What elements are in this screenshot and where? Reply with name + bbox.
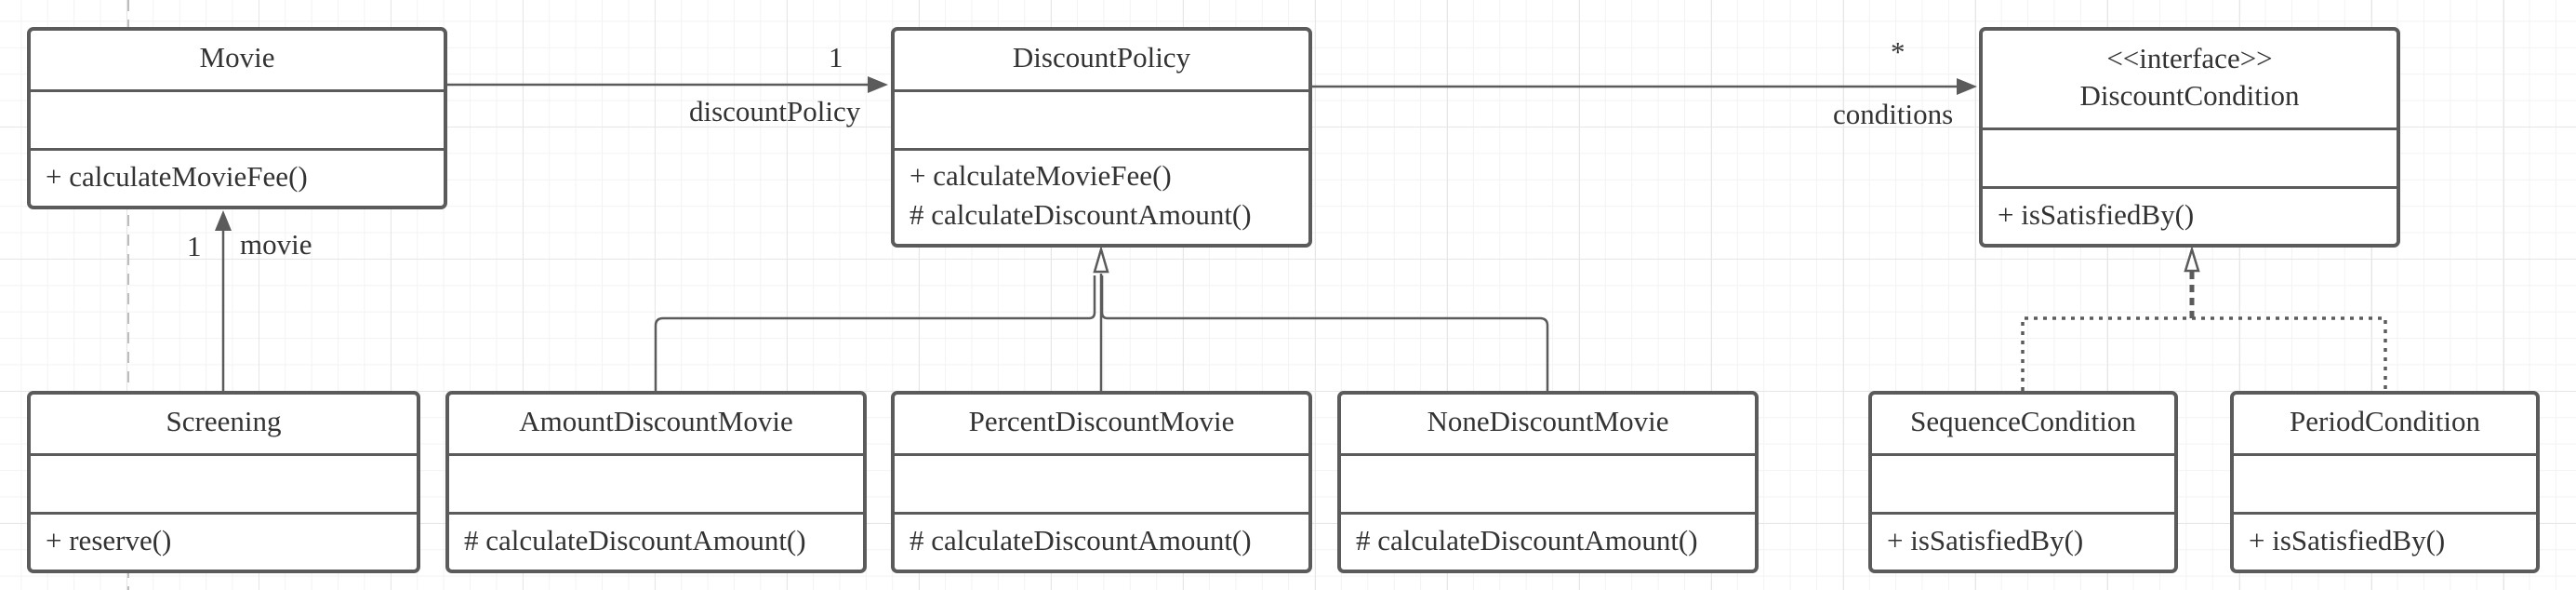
operations-compartment: # calculateDiscountAmount() [895, 515, 1308, 570]
operation: # calculateDiscountAmount() [464, 523, 806, 556]
class-name: Screening [31, 395, 417, 456]
class-name: DiscountPolicy [895, 31, 1308, 92]
operation: + calculateMovieFee() [46, 159, 308, 193]
class-none-discount-movie[interactable]: NoneDiscountMovie # calculateDiscountAmo… [1337, 391, 1759, 573]
class-name: PercentDiscountMovie [895, 395, 1308, 456]
class-period-condition[interactable]: PeriodCondition + isSatisfiedBy() [2230, 391, 2540, 573]
class-name-label: SequenceCondition [1910, 405, 2136, 438]
multiplicity-discount-policy: 1 [829, 41, 843, 74]
attributes-compartment [1983, 130, 2397, 189]
operation: + calculateMovieFee() [910, 159, 1172, 193]
operation: # calculateDiscountAmount() [910, 523, 1252, 556]
class-name: <<interface>> DiscountCondition [1983, 31, 2397, 130]
operation: + isSatisfiedBy() [1887, 523, 2084, 556]
realization-sequencecondition [2021, 316, 2387, 391]
role-movie: movie [240, 228, 312, 261]
attributes-compartment [1341, 456, 1755, 515]
role-conditions: conditions [1833, 98, 1954, 130]
class-name: Movie [31, 31, 444, 92]
class-name-label: NoneDiscountMovie [1427, 405, 1669, 438]
generalization-nonediscount [1100, 275, 1549, 391]
class-stereotype: <<interface>> [2106, 41, 2273, 74]
attributes-compartment [895, 456, 1308, 515]
class-name-label: AmountDiscountMovie [519, 405, 793, 438]
class-discount-policy[interactable]: DiscountPolicy + calculateMovieFee() # c… [891, 27, 1312, 248]
attributes-compartment [2234, 456, 2536, 515]
arrowhead-policy-conditions [1957, 78, 1977, 95]
attributes-compartment [1872, 456, 2174, 515]
class-name: AmountDiscountMovie [449, 395, 863, 456]
realization-triangle [2184, 245, 2200, 273]
arrowhead-screening-movie [215, 210, 232, 231]
class-name-label: DiscountCondition [2079, 79, 2300, 112]
class-discount-condition[interactable]: <<interface>> DiscountCondition + isSati… [1979, 27, 2400, 248]
operations-compartment: + isSatisfiedBy() [2234, 515, 2536, 570]
operations-compartment: + calculateMovieFee() [31, 151, 444, 206]
arrowhead-movie-discountpolicy [868, 76, 888, 93]
class-name-label: DiscountPolicy [1012, 41, 1191, 74]
operations-compartment: + reserve() [31, 515, 417, 570]
class-screening[interactable]: Screening + reserve() [27, 391, 420, 573]
operations-compartment: + calculateMovieFee() # calculateDiscoun… [895, 151, 1308, 244]
class-name: NoneDiscountMovie [1341, 395, 1755, 456]
attributes-compartment [449, 456, 863, 515]
operations-compartment: + isSatisfiedBy() [1872, 515, 2174, 570]
class-name-label: PercentDiscountMovie [968, 405, 1235, 438]
generalization-amountdiscount [654, 275, 1096, 391]
operation: + reserve() [46, 523, 172, 556]
operation: # calculateDiscountAmount() [910, 198, 1252, 231]
class-movie[interactable]: Movie + calculateMovieFee() [27, 27, 447, 209]
generalization-triangle [1093, 245, 1109, 274]
class-name-label: PeriodCondition [2290, 405, 2480, 438]
multiplicity-movie: 1 [187, 230, 202, 262]
class-name: SequenceCondition [1872, 395, 2174, 456]
operations-compartment: + isSatisfiedBy() [1983, 189, 2397, 244]
operation: + isSatisfiedBy() [1998, 197, 2195, 231]
attributes-compartment [31, 456, 417, 515]
attributes-compartment [895, 92, 1308, 151]
class-percent-discount-movie[interactable]: PercentDiscountMovie # calculateDiscount… [891, 391, 1312, 573]
operation: # calculateDiscountAmount() [1356, 523, 1698, 556]
multiplicity-conditions: * [1891, 35, 1905, 68]
class-name-label: Movie [199, 41, 275, 74]
class-name: PeriodCondition [2234, 395, 2536, 456]
operations-compartment: # calculateDiscountAmount() [1341, 515, 1755, 570]
attributes-compartment [31, 92, 444, 151]
operation: + isSatisfiedBy() [2249, 523, 2446, 556]
class-sequence-condition[interactable]: SequenceCondition + isSatisfiedBy() [1868, 391, 2178, 573]
role-discount-policy: discountPolicy [689, 95, 861, 127]
class-amount-discount-movie[interactable]: AmountDiscountMovie # calculateDiscountA… [445, 391, 867, 573]
operations-compartment: # calculateDiscountAmount() [449, 515, 863, 570]
class-name-label: Screening [166, 405, 282, 438]
